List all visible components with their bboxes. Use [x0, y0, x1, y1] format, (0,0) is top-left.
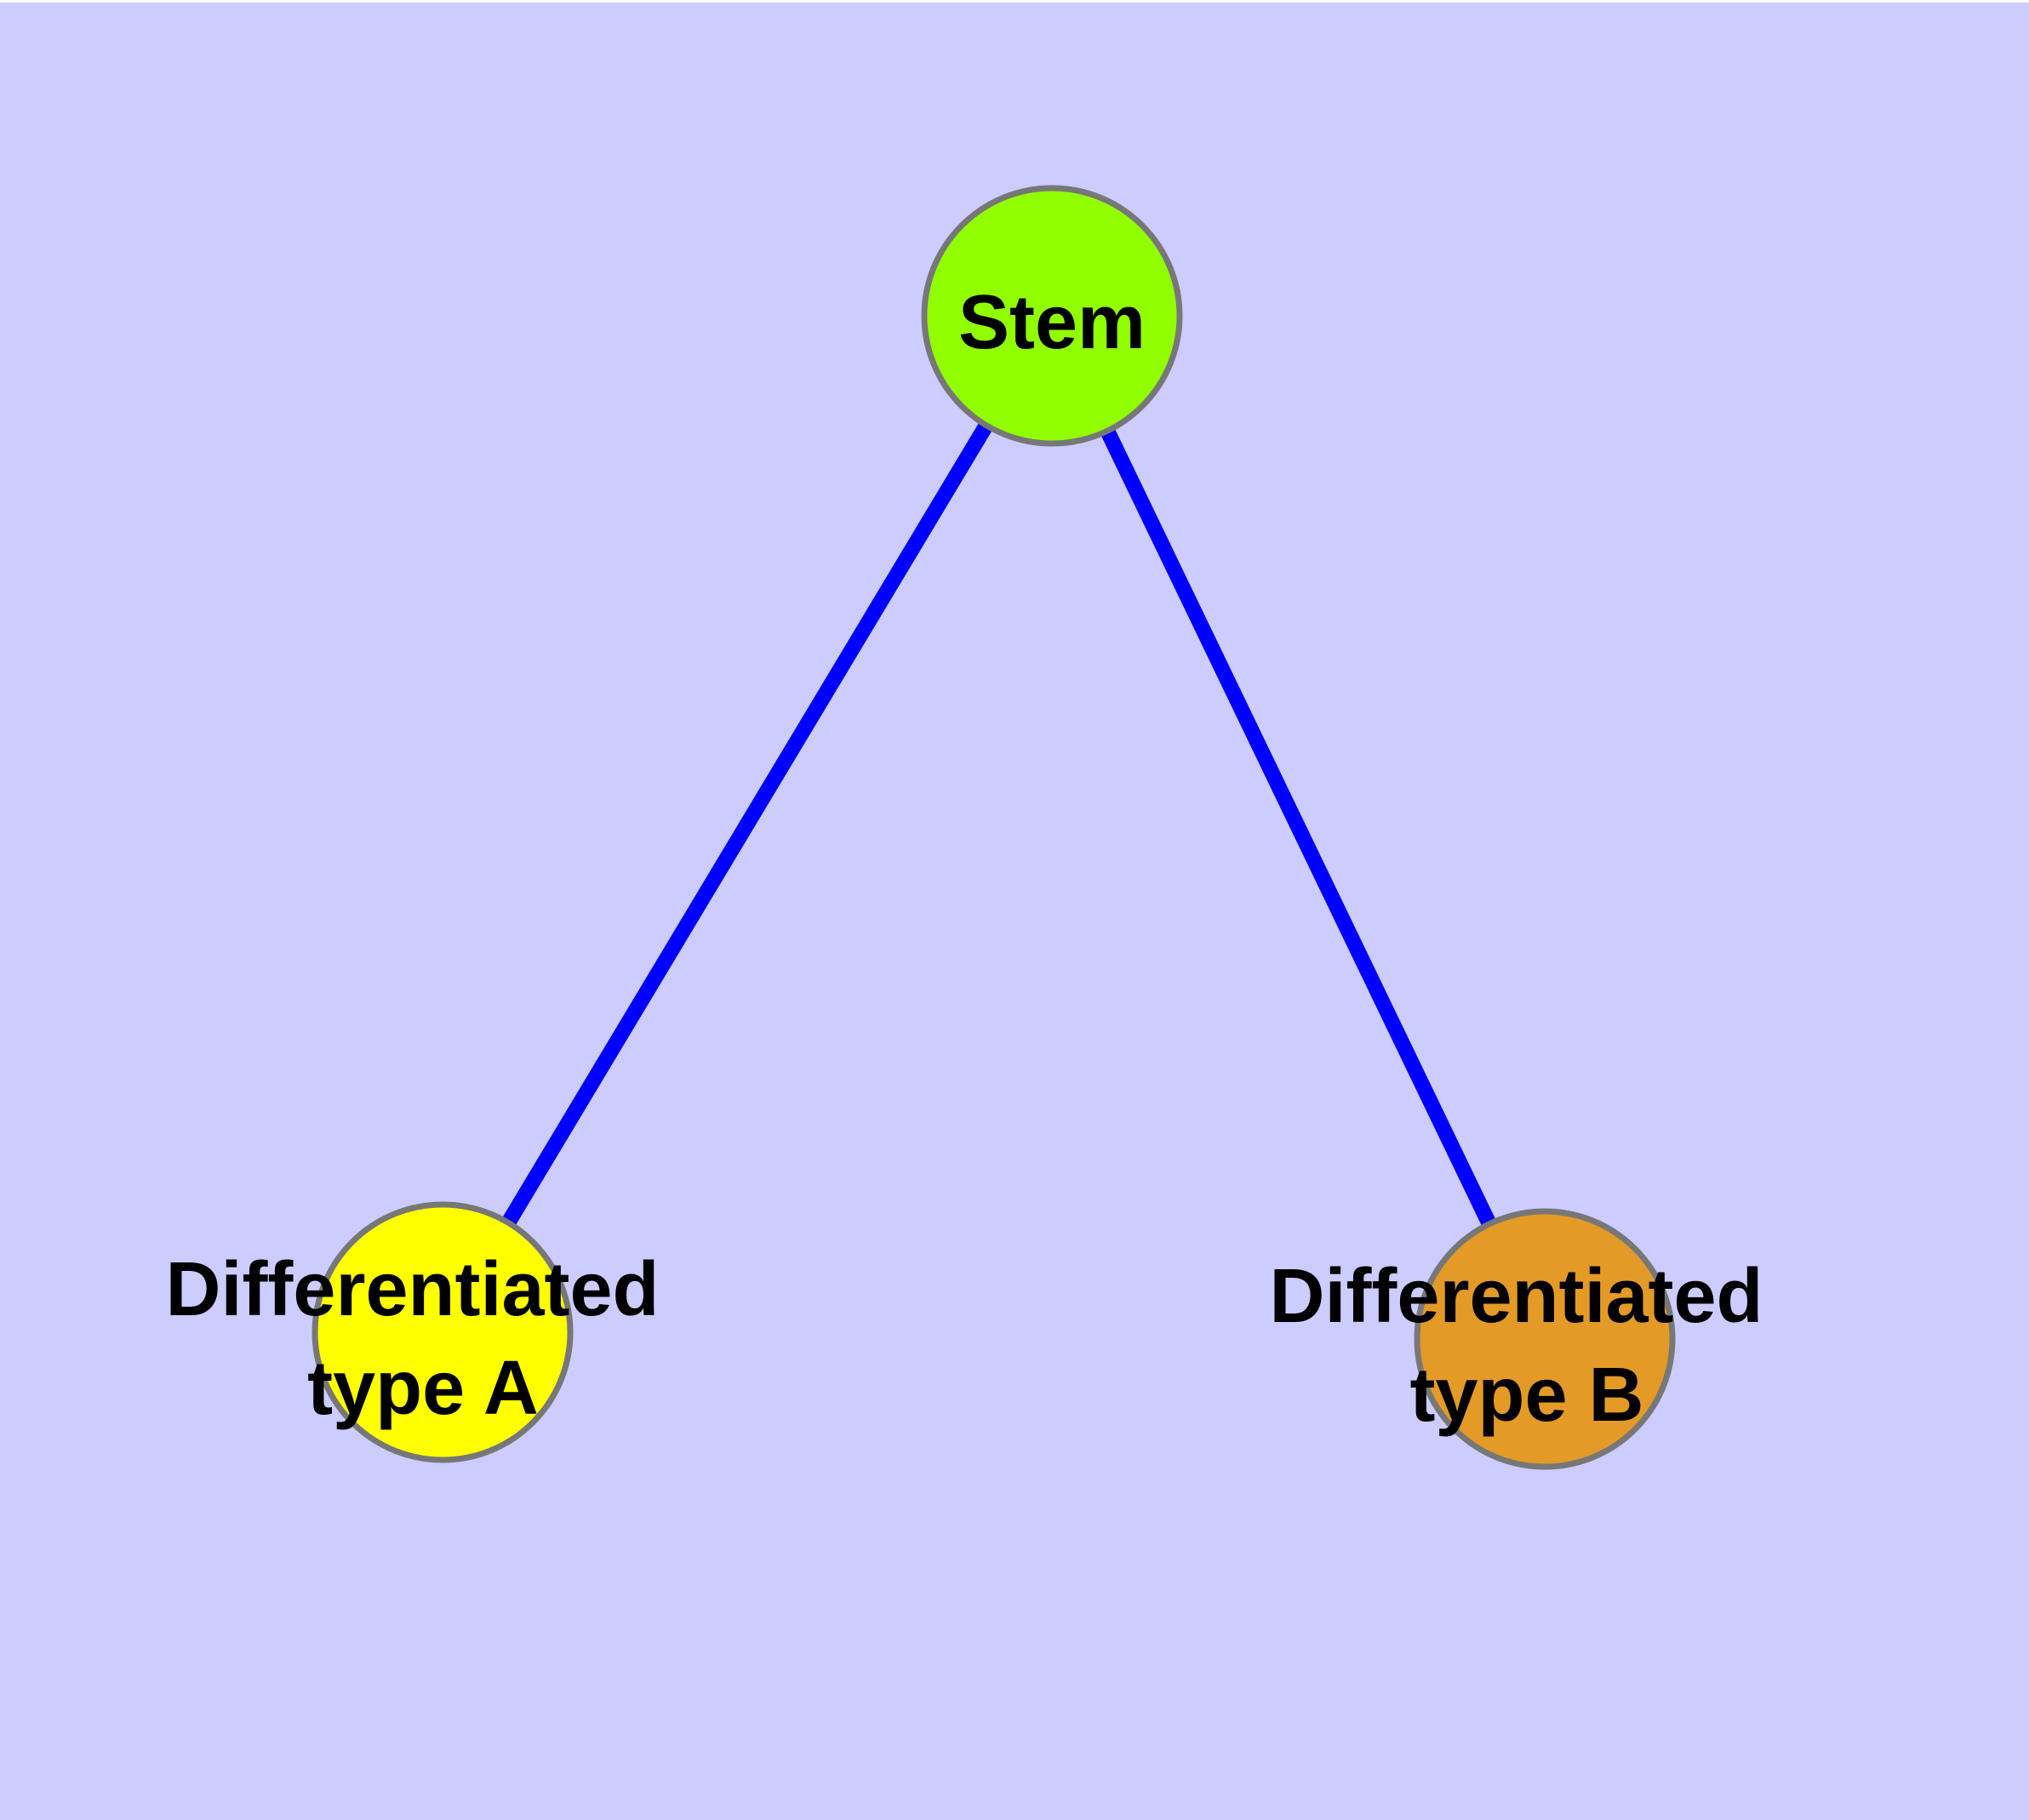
node-type-b-label-line2: type B — [1409, 1353, 1643, 1438]
node-type-a-circle — [311, 1201, 574, 1463]
node-type-b-label-line1: Differentiated — [1269, 1254, 1763, 1339]
node-type-a-label: Differentiated type A — [165, 1247, 680, 1431]
node-stem-circle — [921, 185, 1183, 447]
node-type-a-label-line1: Differentiated — [165, 1247, 659, 1332]
node-stem-label: Stem — [958, 280, 1146, 365]
node-type-b-circle — [1414, 1208, 1676, 1470]
node-type-b-label: Differentiated type B — [1269, 1254, 1784, 1438]
edge-stem-to-type-a — [436, 312, 1059, 1336]
edge-stem-to-type-b — [1044, 312, 1552, 1342]
node-type-a-label-line2: type A — [307, 1346, 539, 1431]
